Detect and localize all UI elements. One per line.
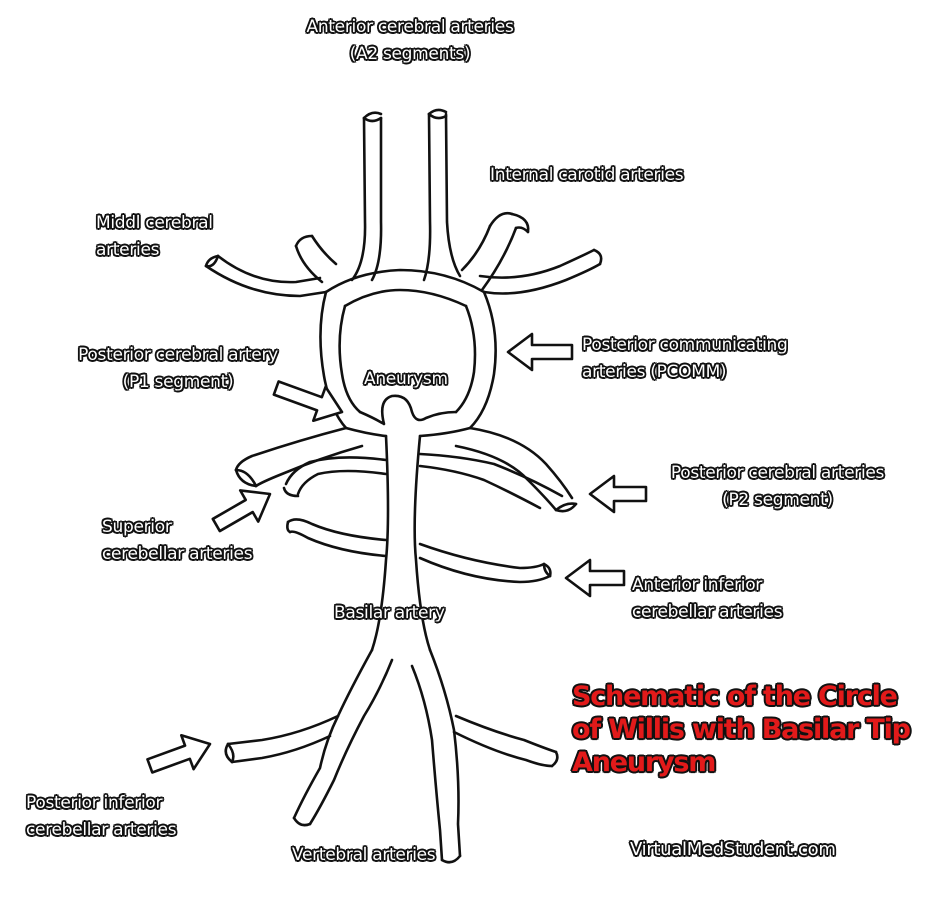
label-line: Posterior inferior: [26, 793, 163, 813]
label-middle-cerebral-arteries: Middl cerebral arteries: [96, 210, 213, 264]
arrow-posterior-inferior-cerebellar-icon: [146, 733, 212, 774]
basilar-artery: [370, 434, 432, 652]
label-line: (A2 segments): [349, 44, 471, 64]
label-line: Posterior communicating: [582, 335, 788, 355]
title-line: of Willis with Basilar Tip: [572, 714, 911, 745]
label-line: Vertebral arteries: [292, 845, 436, 865]
label-line: arteries (PCOMM): [582, 362, 727, 382]
label-basilar-artery: Basilar artery: [334, 600, 445, 627]
label-anterior-inferior-cerebellar: Anterior inferior cerebellar arteries: [632, 572, 783, 626]
label-line: Posterior cerebral arteries: [670, 463, 885, 483]
arrow-p2-segment-icon: [588, 474, 648, 514]
diagram-title: Schematic of the Circle of Willis with B…: [572, 680, 937, 779]
arrow-p1-segment-icon: [272, 380, 344, 423]
label-line: Anterior cerebral arteries: [306, 17, 514, 37]
anterior-communicating-loop: [324, 268, 486, 308]
label-superior-cerebellar-arteries: Superior cerebellar arteries: [102, 514, 253, 568]
title-line: Schematic of the Circle: [572, 681, 898, 712]
anterior-inferior-cerebellar-arteries: [286, 518, 552, 584]
label-line: Posterior cerebral artery: [78, 345, 278, 365]
label-line: Middl cerebral: [96, 213, 213, 233]
label-vertebral-arteries: Vertebral arteries: [292, 842, 436, 869]
label-line: cerebellar arteries: [102, 544, 253, 564]
watermark-text: VirtualMedStudent.com: [630, 839, 836, 860]
arrow-pcomm-icon: [506, 332, 574, 372]
label-line: (P2 segment): [722, 490, 833, 510]
label-line: Internal carotid arteries: [490, 165, 684, 185]
label-line: cerebellar arteries: [26, 820, 177, 840]
label-aneurysm: Aneurysm: [364, 366, 448, 393]
posterior-inferior-cerebellar-arteries: [224, 714, 559, 768]
label-line: Anterior inferior: [632, 575, 762, 595]
basilar-tip-aneurysm: [344, 394, 472, 438]
anterior-cerebral-arteries: [350, 108, 462, 282]
label-posterior-inferior-cerebellar: Posterior inferior cerebellar arteries: [26, 790, 177, 844]
posterior-communicating-arteries: [319, 290, 497, 430]
label-posterior-cerebral-p2: Posterior cerebral arteries (P2 segment): [640, 460, 915, 514]
arrow-superior-cerebellar-icon: [211, 489, 272, 533]
middle-cerebral-arteries: [204, 248, 603, 298]
title-line: Aneurysm: [572, 747, 716, 778]
label-posterior-cerebral-p1: Posterior cerebral artery (P1 segment): [38, 342, 318, 396]
label-line: cerebellar arteries: [632, 602, 783, 622]
label-line: Basilar artery: [334, 603, 445, 623]
label-line: arteries: [96, 240, 160, 260]
label-line: (P1 segment): [122, 372, 234, 392]
label-internal-carotid-arteries: Internal carotid arteries: [490, 162, 684, 189]
posterior-cerebral-p2-branch: [454, 426, 578, 513]
pointer-arrows: [146, 332, 648, 774]
internal-carotid-arteries: [294, 211, 530, 292]
vertebral-arteries: [292, 648, 462, 864]
label-anterior-cerebral-arteries: Anterior cerebral arteries (A2 segments): [260, 14, 560, 68]
label-line: Superior: [102, 517, 172, 537]
arrow-anterior-inferior-cerebellar-icon: [564, 558, 626, 598]
posterior-cerebral-p1-branch: [234, 426, 364, 488]
label-posterior-communicating: Posterior communicating arteries (PCOMM): [582, 332, 788, 386]
superior-cerebellar-arteries: [282, 452, 564, 510]
label-line: Aneurysm: [364, 369, 448, 389]
